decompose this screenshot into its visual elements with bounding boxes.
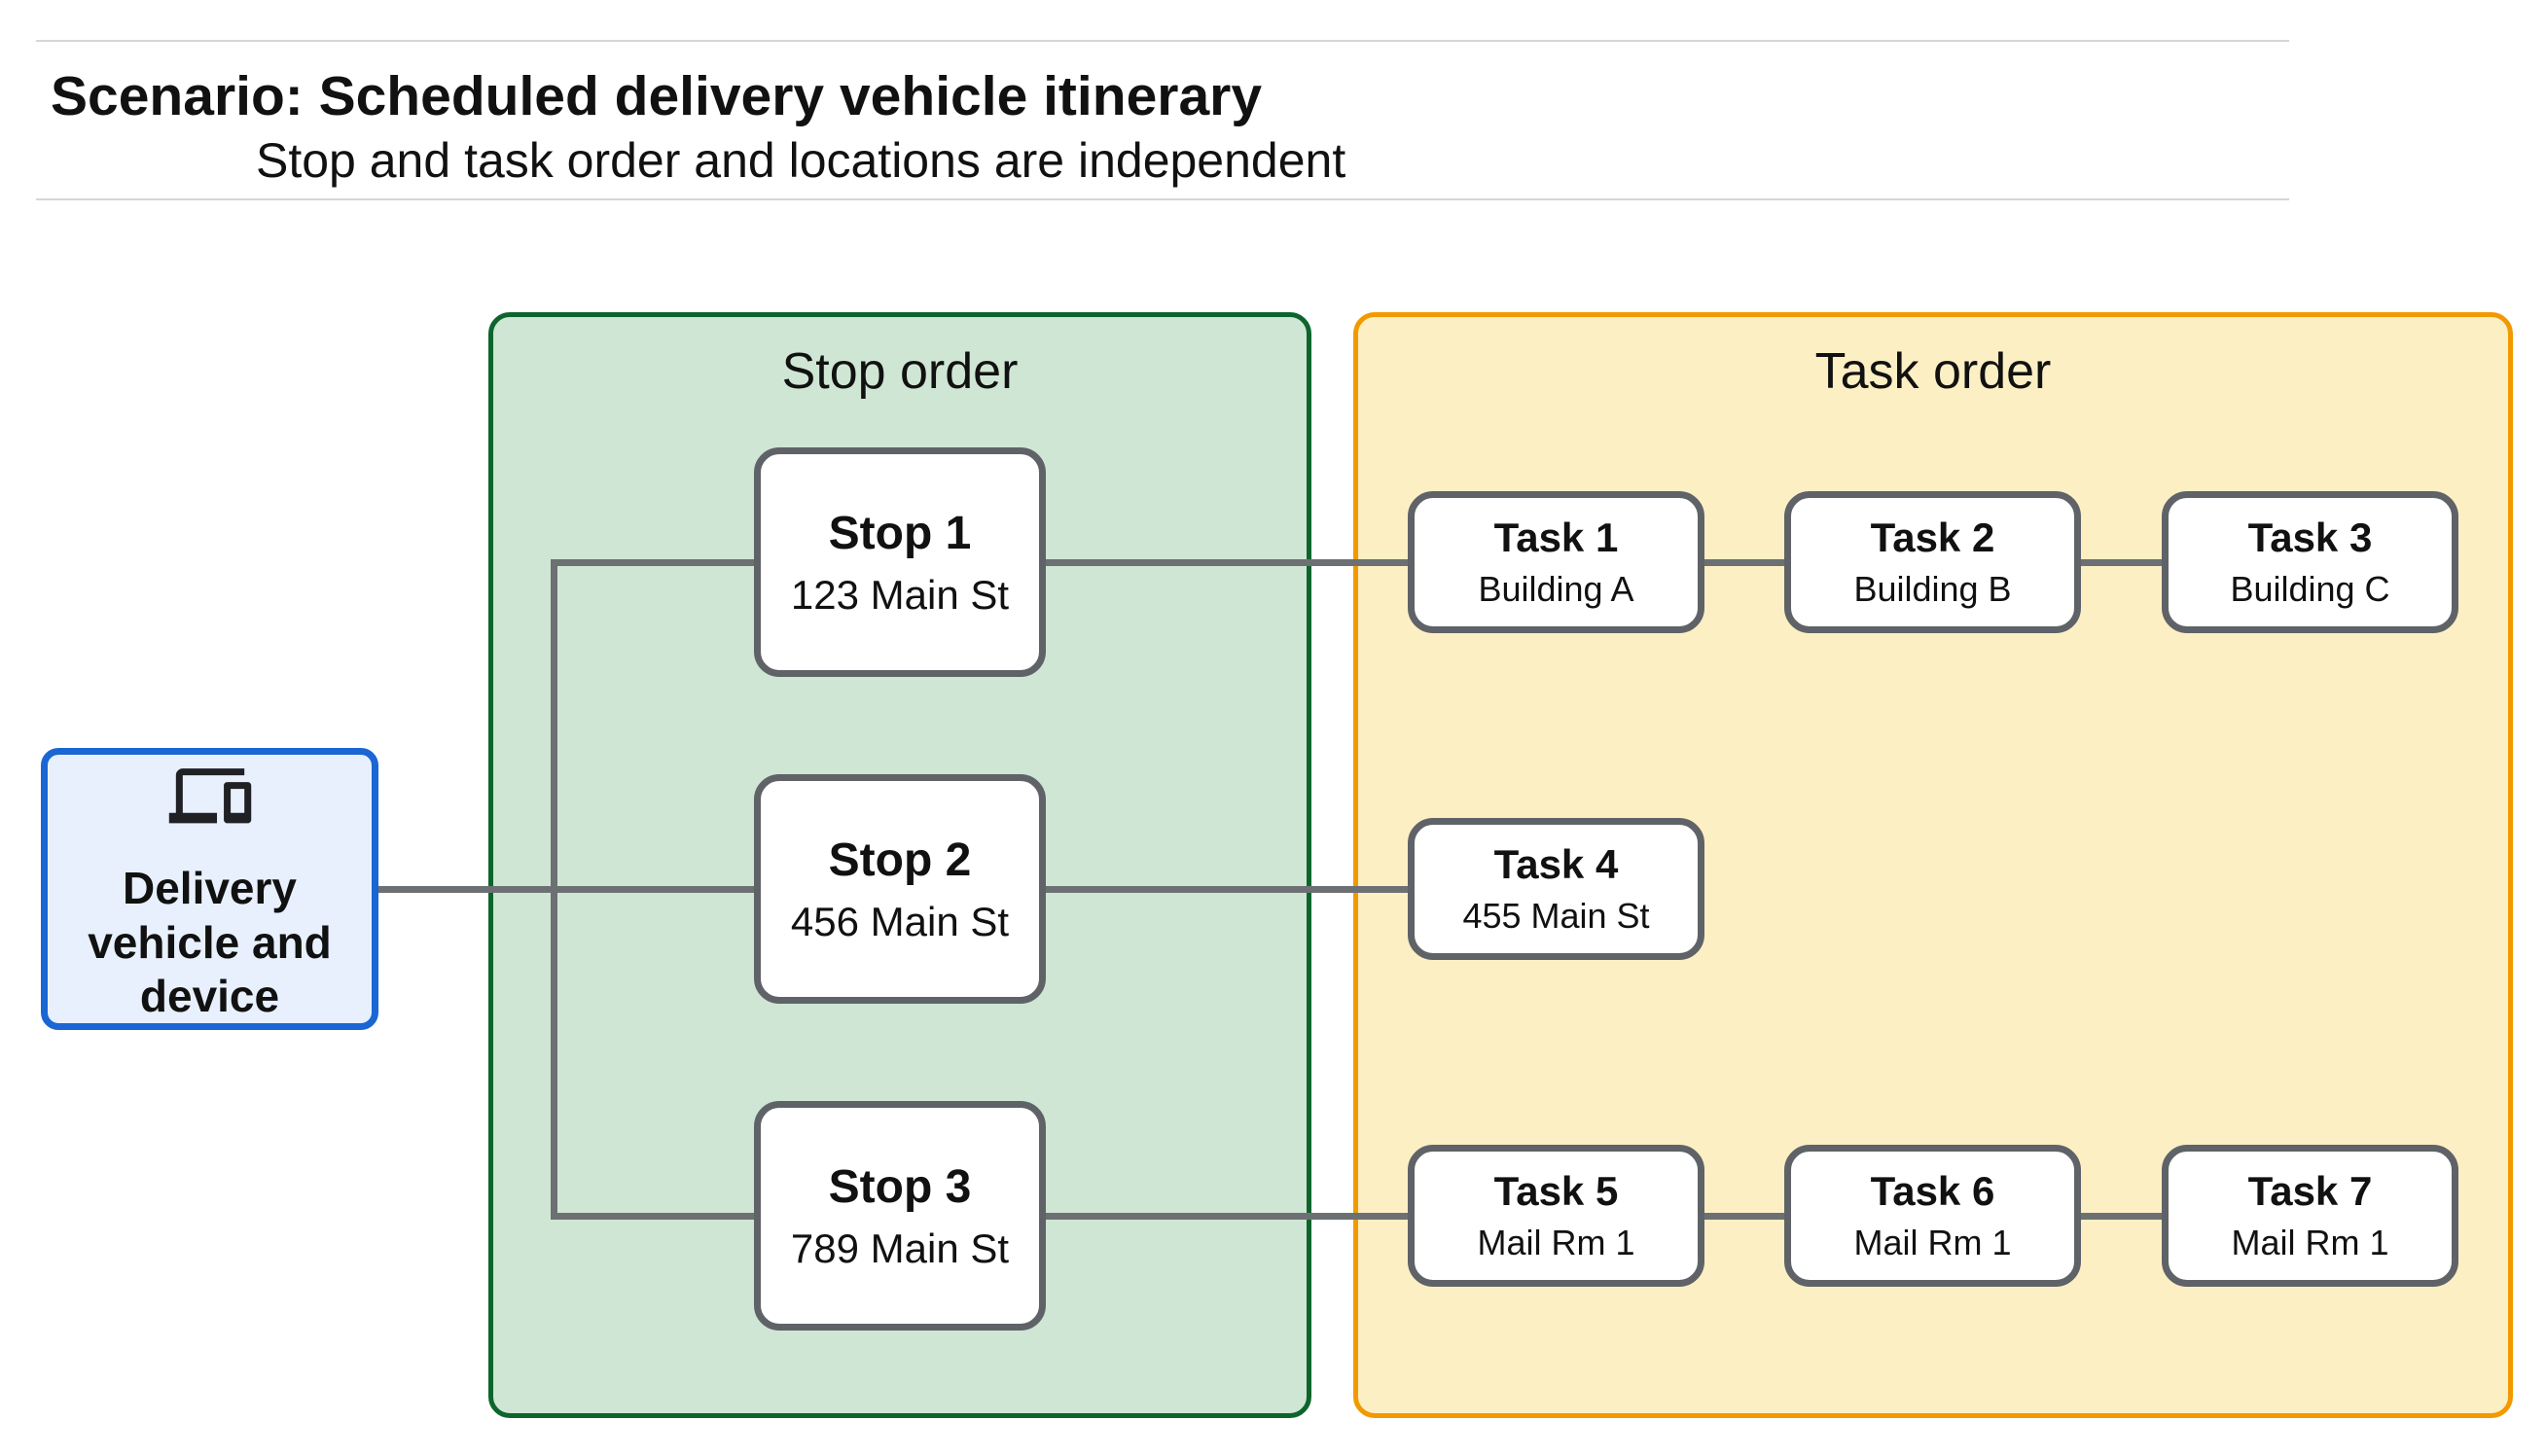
task-5-node: Task 5 Mail Rm 1	[1408, 1145, 1704, 1287]
devices-icon	[168, 768, 251, 824]
task-6-title: Task 6	[1870, 1168, 1995, 1214]
task-3-node: Task 3 Building C	[2162, 491, 2458, 633]
task-2-title: Task 2	[1870, 515, 1995, 560]
task-3-title: Task 3	[2247, 515, 2373, 560]
stop-1-title: Stop 1	[828, 507, 972, 559]
task-7-subtitle: Mail Rm 1	[2231, 1223, 2389, 1262]
task-5-title: Task 5	[1493, 1168, 1619, 1214]
task-2-node: Task 2 Building B	[1784, 491, 2081, 633]
stop-3-subtitle: 789 Main St	[790, 1225, 1010, 1271]
connector-trunk-to-stop3	[551, 1213, 754, 1220]
stop-1-subtitle: 123 Main St	[790, 571, 1010, 618]
stop-1-node: Stop 1 123 Main St	[754, 447, 1046, 677]
connector-source-to-stop2	[378, 886, 754, 893]
stop-order-panel-title: Stop order	[781, 343, 1019, 400]
task-6-subtitle: Mail Rm 1	[1853, 1223, 2012, 1262]
task-1-subtitle: Building A	[1478, 569, 1634, 609]
task-1-node: Task 1 Building A	[1408, 491, 1704, 633]
scenario-title: Scenario: Scheduled delivery vehicle iti…	[51, 65, 1263, 127]
connector-task5-to-task6	[1704, 1213, 1784, 1220]
stop-3-node: Stop 3 789 Main St	[754, 1101, 1046, 1331]
stop-2-node: Stop 2 456 Main St	[754, 774, 1046, 1004]
task-4-title: Task 4	[1493, 841, 1619, 887]
delivery-vehicle-node: Delivery vehicle and device	[41, 748, 378, 1030]
stop-3-title: Stop 3	[828, 1160, 972, 1213]
task-7-title: Task 7	[2247, 1168, 2373, 1214]
delivery-vehicle-label: Delivery vehicle and device	[88, 863, 332, 1021]
task-4-subtitle: 455 Main St	[1462, 896, 1650, 936]
stop-2-subtitle: 456 Main St	[790, 898, 1010, 944]
task-3-subtitle: Building C	[2230, 569, 2390, 609]
task-2-subtitle: Building B	[1853, 569, 2012, 609]
task-6-node: Task 6 Mail Rm 1	[1784, 1145, 2081, 1287]
task-4-node: Task 4 455 Main St	[1408, 818, 1704, 960]
task-7-node: Task 7 Mail Rm 1	[2162, 1145, 2458, 1287]
task-order-panel-title: Task order	[1814, 343, 2052, 400]
scenario-subtitle: Stop and task order and locations are in…	[256, 133, 1346, 188]
connector-trunk	[551, 559, 557, 1220]
task-1-title: Task 1	[1493, 515, 1619, 560]
header-bottom-divider	[36, 198, 2289, 200]
connector-stop1-to-task1	[1046, 559, 1408, 566]
task-5-subtitle: Mail Rm 1	[1477, 1223, 1635, 1262]
connector-trunk-to-stop1	[551, 559, 754, 566]
header-top-divider	[36, 40, 2289, 42]
connector-task6-to-task7	[2081, 1213, 2162, 1220]
connector-stop2-to-task4	[1046, 886, 1408, 893]
stop-2-title: Stop 2	[828, 834, 972, 886]
connector-task2-to-task3	[2081, 559, 2162, 566]
connector-stop3-to-task5	[1046, 1213, 1408, 1220]
connector-task1-to-task2	[1704, 559, 1784, 566]
